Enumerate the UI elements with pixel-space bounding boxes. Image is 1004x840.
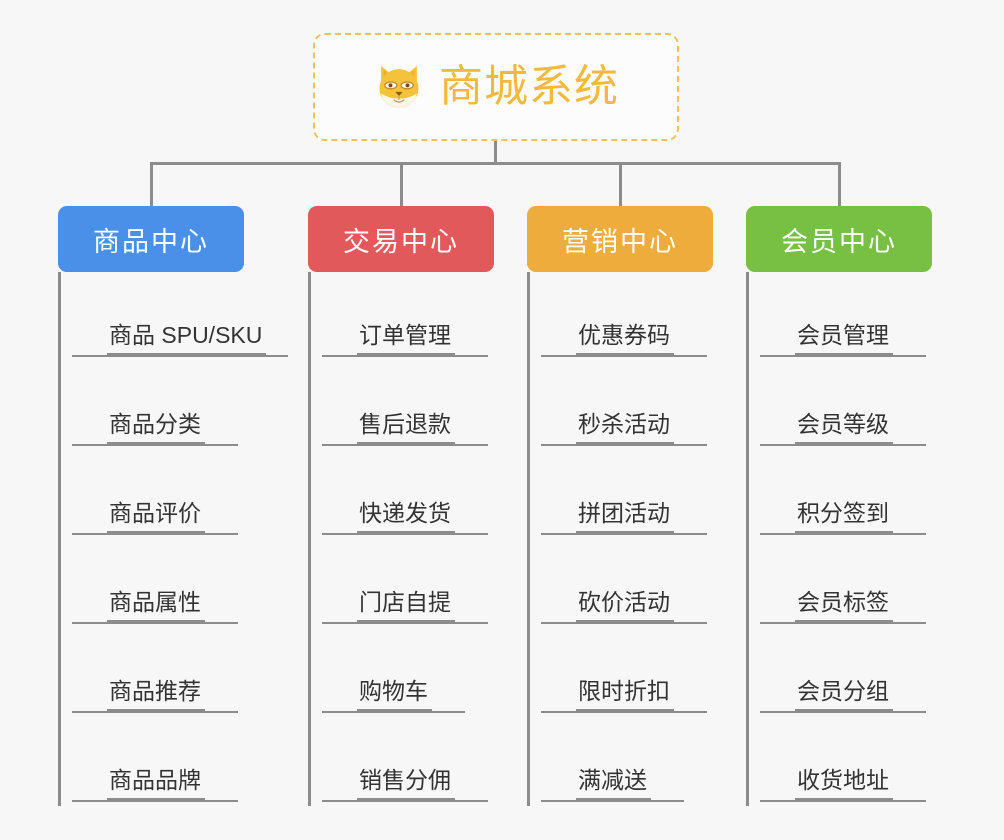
leaf-label: 销售分佣	[357, 767, 455, 800]
connector-drop-3	[619, 162, 622, 208]
connector-trunk	[494, 141, 497, 165]
leaf-label: 秒杀活动	[576, 411, 674, 444]
leaf-underline	[72, 800, 238, 802]
leaf-label: 限时折扣	[576, 678, 674, 711]
leaf-item[interactable]: 秒杀活动	[541, 361, 727, 450]
leaf-item[interactable]: 优惠券码	[541, 272, 727, 361]
leaf-item[interactable]: 销售分佣	[322, 717, 508, 806]
leaf-label: 快递发货	[357, 500, 455, 533]
leaf-underline	[760, 622, 926, 624]
leaf-item[interactable]: 商品 SPU/SKU	[72, 272, 288, 361]
leaf-underline	[760, 800, 926, 802]
leaf-underline	[760, 533, 926, 535]
leaf-underline	[72, 711, 238, 713]
branch-label: 商品中心	[93, 226, 209, 257]
leaf-item[interactable]: 会员等级	[760, 361, 946, 450]
leaf-label: 商品分类	[107, 411, 205, 444]
leaf-underline	[322, 444, 488, 446]
leaf-item[interactable]: 购物车	[322, 628, 508, 717]
leaf-underline	[72, 444, 238, 446]
branch-leaf-list-3: 优惠券码 秒杀活动 拼团活动 砍价活动 限时折扣 满减送	[527, 272, 727, 806]
leaf-label: 商品属性	[107, 589, 205, 622]
leaf-item[interactable]: 满减送	[541, 717, 727, 806]
leaf-underline	[760, 711, 926, 713]
leaf-label: 订单管理	[357, 322, 455, 355]
leaf-label: 积分签到	[795, 500, 893, 533]
leaf-label: 商品品牌	[107, 767, 205, 800]
leaf-item[interactable]: 限时折扣	[541, 628, 727, 717]
root-node[interactable]: 商城系统	[313, 33, 679, 141]
branch-label: 会员中心	[781, 226, 897, 257]
leaf-label: 优惠券码	[576, 322, 674, 355]
leaf-underline	[72, 622, 238, 624]
branch-header-2[interactable]: 交易中心	[308, 206, 494, 272]
leaf-label: 商品评价	[107, 500, 205, 533]
leaf-item[interactable]: 砍价活动	[541, 539, 727, 628]
leaf-item[interactable]: 商品属性	[72, 539, 258, 628]
leaf-underline	[322, 533, 488, 535]
leaf-label: 拼团活动	[576, 500, 674, 533]
leaf-item[interactable]: 商品推荐	[72, 628, 258, 717]
branch-leaf-list-4: 会员管理 会员等级 积分签到 会员标签 会员分组 收货地址	[746, 272, 946, 806]
leaf-underline	[541, 711, 707, 713]
branch-column: 营销中心 优惠券码 秒杀活动 拼团活动 砍价活动 限时折扣	[527, 206, 727, 806]
leaf-underline	[541, 355, 707, 357]
leaf-underline	[541, 800, 684, 802]
leaf-label: 商品推荐	[107, 678, 205, 711]
leaf-item[interactable]: 订单管理	[322, 272, 508, 361]
leaf-label: 会员标签	[795, 589, 893, 622]
leaf-label: 会员等级	[795, 411, 893, 444]
branch-header-4[interactable]: 会员中心	[746, 206, 932, 272]
leaf-label: 砍价活动	[576, 589, 674, 622]
leaf-underline	[322, 355, 488, 357]
branch-header-3[interactable]: 营销中心	[527, 206, 713, 272]
leaf-item[interactable]: 积分签到	[760, 450, 946, 539]
connector-bus	[150, 162, 841, 165]
leaf-underline	[322, 622, 488, 624]
leaf-underline	[541, 533, 707, 535]
branch-leaf-list-2: 订单管理 售后退款 快递发货 门店自提 购物车 销售分佣	[308, 272, 508, 806]
leaf-item[interactable]: 快递发货	[322, 450, 508, 539]
branch-label: 交易中心	[343, 226, 459, 257]
shiba-dog-icon	[379, 65, 419, 109]
leaf-item[interactable]: 会员分组	[760, 628, 946, 717]
leaf-label: 购物车	[357, 678, 432, 711]
branch-column: 商品中心 商品 SPU/SKU 商品分类 商品评价 商品属性 商品推荐	[58, 206, 288, 806]
leaf-underline	[72, 355, 288, 357]
connector-drop-4	[838, 162, 841, 208]
leaf-label: 售后退款	[357, 411, 455, 444]
leaf-item[interactable]: 会员管理	[760, 272, 946, 361]
leaf-item[interactable]: 商品品牌	[72, 717, 258, 806]
connector-drop-1	[150, 162, 153, 208]
leaf-label: 商品 SPU/SKU	[107, 322, 267, 355]
leaf-label: 门店自提	[357, 589, 455, 622]
leaf-item[interactable]: 售后退款	[322, 361, 508, 450]
leaf-underline	[760, 355, 926, 357]
leaf-underline	[760, 444, 926, 446]
leaf-label: 收货地址	[795, 767, 893, 800]
leaf-label: 会员分组	[795, 678, 893, 711]
leaf-item[interactable]: 商品分类	[72, 361, 258, 450]
leaf-underline	[541, 622, 707, 624]
branch-header-1[interactable]: 商品中心	[58, 206, 244, 272]
leaf-item[interactable]: 商品评价	[72, 450, 258, 539]
branch-label: 营销中心	[562, 226, 678, 257]
leaf-label: 会员管理	[795, 322, 893, 355]
leaf-label: 满减送	[576, 767, 651, 800]
leaf-item[interactable]: 会员标签	[760, 539, 946, 628]
leaf-item[interactable]: 收货地址	[760, 717, 946, 806]
leaf-item[interactable]: 拼团活动	[541, 450, 727, 539]
branch-column: 会员中心 会员管理 会员等级 积分签到 会员标签 会员分组	[746, 206, 946, 806]
leaf-underline	[322, 800, 488, 802]
branch-column: 交易中心 订单管理 售后退款 快递发货 门店自提 购物车	[308, 206, 508, 806]
leaf-underline	[322, 711, 465, 713]
connector-drop-2	[400, 162, 403, 208]
leaf-underline	[541, 444, 707, 446]
leaf-underline	[72, 533, 238, 535]
branch-leaf-list-1: 商品 SPU/SKU 商品分类 商品评价 商品属性 商品推荐 商品品牌	[58, 272, 288, 806]
root-title: 商城系统	[439, 62, 619, 111]
leaf-item[interactable]: 门店自提	[322, 539, 508, 628]
